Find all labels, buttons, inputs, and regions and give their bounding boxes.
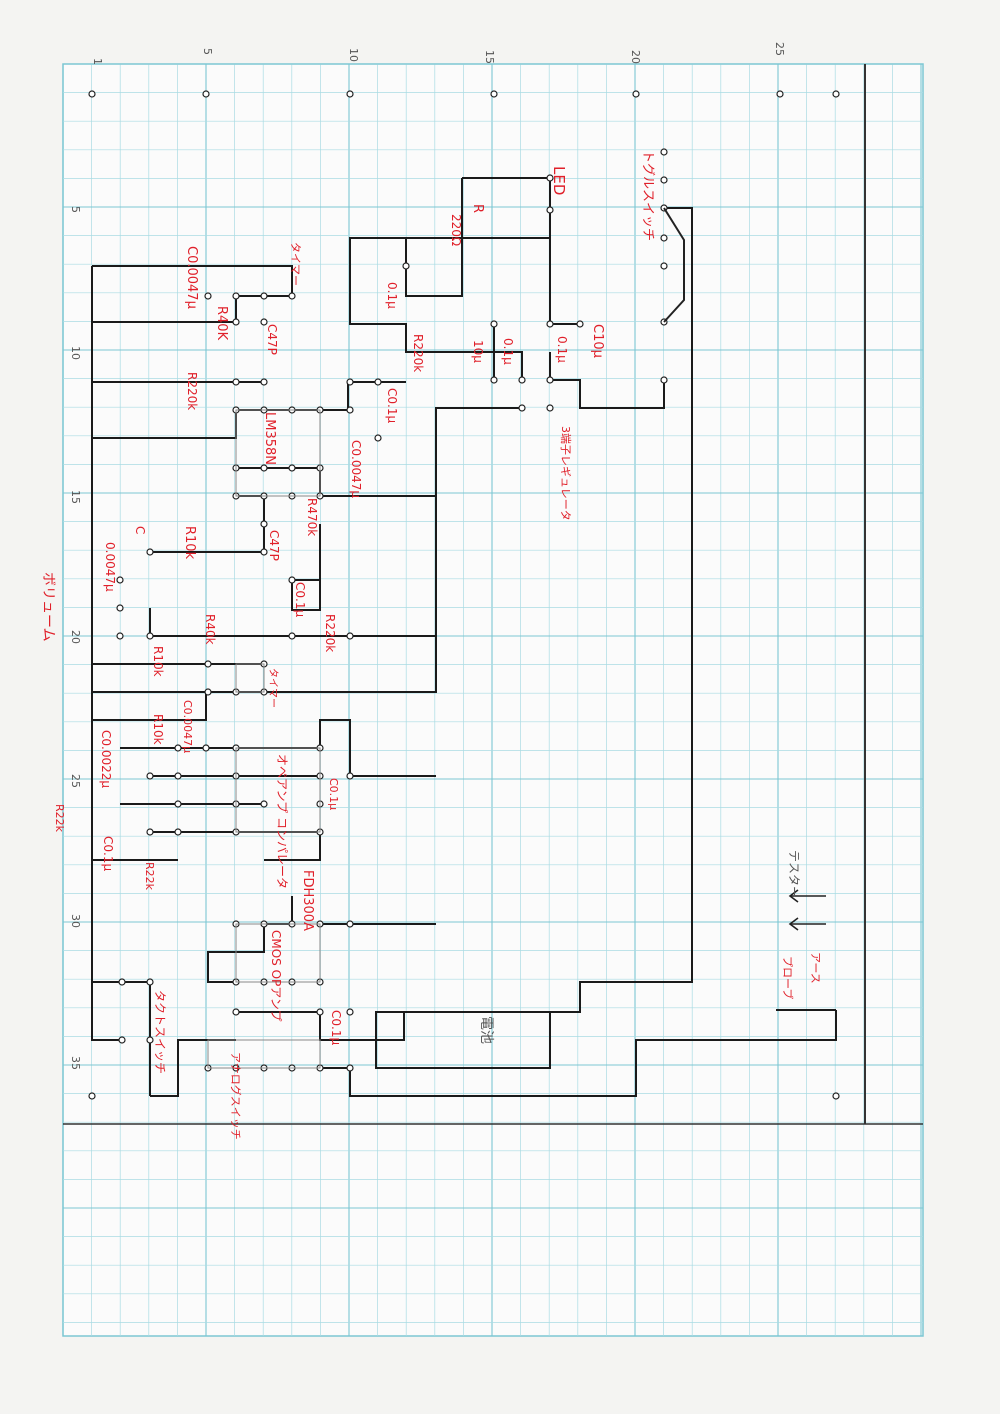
component-labels: LED R 220Ω トグルスイッチ C10μ 0.1μ 0.1μ 10μ 0.… [40, 150, 822, 1140]
c0047-top-label: C0.0047μ [184, 246, 199, 309]
fdh-label: FDH300A [300, 870, 315, 931]
ground-label: アース [809, 952, 822, 984]
r10k-a-label: R10k [182, 526, 197, 560]
toggle-switch-label: トグルスイッチ [640, 150, 655, 241]
r22k-low-label: R22k [143, 862, 156, 891]
row-number: 35 [69, 1056, 82, 1070]
row-number: 10 [69, 346, 82, 360]
c0047-mid-label: C0.0047μ [349, 440, 363, 498]
resistor-led-value: 220Ω [449, 214, 463, 246]
volume-label: ボリューム [40, 572, 56, 642]
timer-ic-label: タイマー [289, 242, 302, 286]
c0047-left-label: 0.0047μ [103, 542, 117, 592]
column-number: 20 [629, 50, 642, 64]
tester-label: テスター [787, 850, 801, 898]
r10k-c-label: R10k [151, 714, 165, 745]
column-numbers: 1 5 10 15 20 25 [91, 42, 786, 65]
row-number: 30 [69, 914, 82, 928]
c47p-top-label: C47P [265, 324, 279, 355]
r220k-a-label: R220k [411, 334, 425, 372]
led-label: LED [550, 166, 568, 195]
r220k-left-label: R220k [185, 372, 199, 410]
toggle-switch-lever [663, 207, 685, 323]
row-number: 20 [69, 630, 82, 644]
row-number: 5 [69, 206, 82, 213]
column-number: 25 [773, 42, 786, 56]
tact-switch-label: タクトスイッチ [153, 990, 167, 1074]
r22k-left-label: R22k [53, 804, 66, 833]
c01u-upper-label: 0.1μ [385, 282, 399, 309]
probe-label: プローブ [781, 956, 795, 999]
c01u-a-label: 0.1μ [555, 336, 569, 363]
r40k-top-label: R40K [214, 306, 229, 341]
column-number: 1 [91, 58, 104, 65]
tester-arrows [788, 889, 826, 931]
c0047-low-label: C0.0047μ [181, 700, 194, 753]
resistor-led-label: R [470, 204, 485, 213]
regulator-label: 3端子レギュレータ [559, 426, 572, 521]
lm358-label: LM358N [262, 412, 277, 465]
c0022-label: C0.0022μ [99, 730, 113, 788]
analog-switch-label: アナログスイッチ [229, 1052, 243, 1140]
column-number: 15 [483, 50, 496, 64]
c01-bottom-label: C0.1μ [329, 1010, 343, 1045]
r10k-b-label: R10k [151, 646, 165, 677]
timer-ic-2-label: タイマー [267, 668, 279, 708]
column-number: 10 [347, 48, 360, 62]
cmos-opamp-label: CMOS OPアンプ [269, 930, 283, 1021]
c10u-right-label: C10μ [590, 324, 605, 358]
ic-outlines [207, 409, 321, 1069]
c01-mid-label: C0.1μ [385, 388, 399, 423]
r220k-mid-label: R220k [323, 614, 337, 652]
reference-dots [88, 90, 840, 1100]
row-numbers: 5 10 15 20 25 30 35 [69, 206, 82, 1070]
r470k-label: R470k [305, 498, 319, 536]
row-number: 15 [69, 490, 82, 504]
c10u-left-label: 10μ [471, 340, 485, 363]
battery-label: 電池 [478, 1016, 494, 1044]
opamp-comparator-label: オペアンプ コンパレータ [275, 754, 289, 889]
r40k-mid-label: R40k [203, 614, 217, 645]
c-left-label: C [133, 526, 147, 534]
c01-low-label: C0.1μ [101, 836, 115, 871]
row-number: 25 [69, 774, 82, 788]
column-number: 5 [201, 48, 214, 55]
c01-right-low-label: C0.1μ [327, 778, 340, 810]
c47p-mid-label: C47P [267, 530, 281, 561]
c01u-b-label: 0.1μ [501, 338, 515, 365]
c01-lower-label: C0.1μ [293, 582, 307, 617]
